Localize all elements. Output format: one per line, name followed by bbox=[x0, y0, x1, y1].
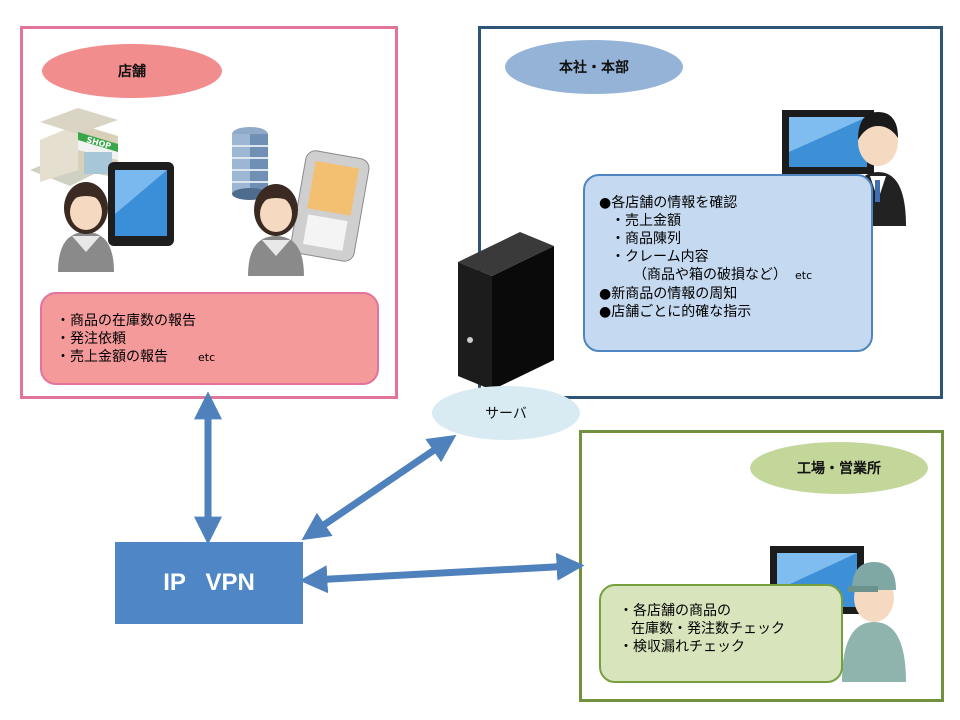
office-building-icon bbox=[232, 127, 268, 200]
factory-check-list: ・各店舗の商品の 在庫数・発注数チェック ・検収漏れチェック bbox=[599, 584, 843, 683]
etc-label: etc bbox=[198, 351, 216, 364]
list-item: （商品や箱の破損など）etc bbox=[633, 267, 813, 283]
list-item: ●店舗ごとに的確な指示 bbox=[599, 304, 752, 320]
handheld-terminal-icon bbox=[290, 150, 370, 262]
store-title: 店舗 bbox=[42, 44, 222, 98]
vpn-server-arrow bbox=[301, 434, 457, 541]
ip-vpn-box: IP VPN bbox=[115, 542, 303, 624]
list-item: ・商品の在庫数の報告 bbox=[56, 313, 196, 329]
woman-staff-icon bbox=[58, 182, 114, 272]
list-item: ・発注依頼 bbox=[56, 331, 126, 347]
headquarters-task-list: ●各店舗の情報を確認 ・売上金額 ・商品陳列 ・クレーム内容 （商品や箱の破損な… bbox=[583, 174, 873, 352]
headquarters-title: 本社・本部 bbox=[505, 40, 683, 94]
woman-staff-icon bbox=[248, 184, 304, 276]
server-tower-icon bbox=[458, 232, 554, 390]
list-item: ・検収漏れチェック bbox=[619, 639, 745, 655]
list-item: ・各店舗の商品の bbox=[619, 603, 731, 619]
shop-building-icon: SHOP bbox=[30, 108, 118, 186]
factory-worker-icon bbox=[842, 562, 906, 682]
list-item: ●新商品の情報の周知 bbox=[599, 286, 738, 302]
list-item: ・売上金額 bbox=[611, 213, 681, 229]
list-item: 在庫数・発注数チェック bbox=[631, 621, 785, 637]
list-item: ・商品陳列 bbox=[611, 231, 681, 247]
list-item: ●各店舗の情報を確認 bbox=[599, 195, 738, 211]
factory-title: 工場・営業所 bbox=[750, 442, 928, 494]
list-item: ・クレーム内容 bbox=[611, 249, 709, 265]
headquarters-panel bbox=[478, 26, 943, 399]
server-label: サーバ bbox=[432, 386, 580, 440]
etc-label: etc bbox=[795, 269, 813, 282]
vpn-factory-arrow bbox=[299, 552, 585, 594]
tablet-icon bbox=[108, 162, 174, 246]
